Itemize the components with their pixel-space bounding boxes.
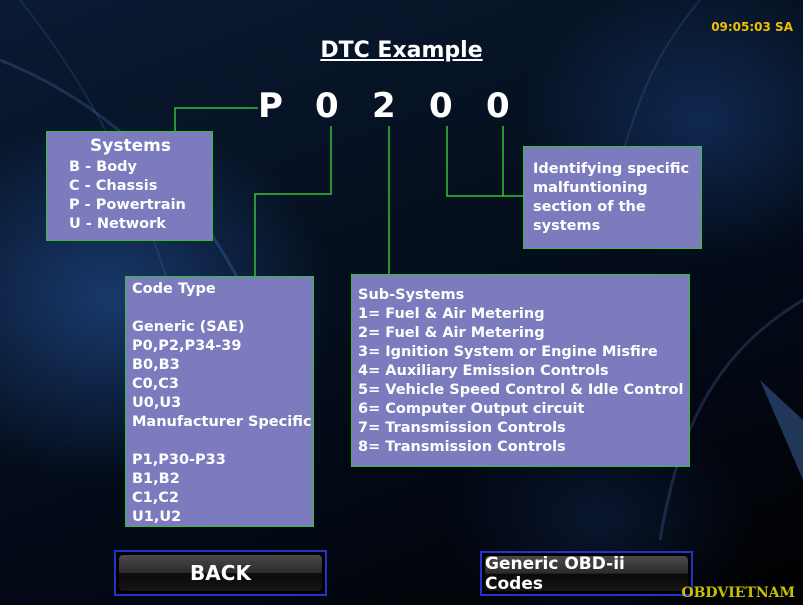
code-type-line: U0,U3 [132,395,182,411]
identify-box: Identifying specific malfuntioning secti… [523,146,702,249]
code-char-section-1: 0 [429,86,453,126]
sub-systems-line: 5= Vehicle Speed Control & Idle Control [358,382,684,398]
sub-systems-line: 3= Ignition System or Engine Misfire [358,344,658,360]
systems-item: U - Network [69,216,166,232]
code-char-type: 0 [315,86,339,126]
sub-systems-line: 7= Transmission Controls [358,420,566,436]
code-type-line: C0,C3 [132,376,179,392]
page-title: DTC Example [320,38,483,63]
watermark: OBDVIETNAM [681,585,795,601]
systems-item: B - Body [69,159,138,175]
code-type-line: P1,P30-P33 [132,452,226,468]
clock: 09:05:03 SA [711,20,793,34]
back-button-label[interactable]: BACK [119,555,322,591]
code-char-system: P [258,86,283,126]
code-type-line: P0,P2,P34-39 [132,338,242,354]
systems-heading: Systems [90,136,171,156]
sub-systems-line: 2= Fuel & Air Metering [358,325,545,341]
identify-line: malfuntioning [533,180,648,196]
sub-systems-line: 1= Fuel & Air Metering [358,306,545,322]
systems-item: C - Chassis [69,178,158,194]
generic-obd-codes-label[interactable]: Generic OBD-ii Codes [485,554,688,594]
identify-line: section of the [533,199,646,215]
sub-systems-box: Sub-Systems 1= Fuel & Air Metering 2= Fu… [351,274,690,467]
generic-obd-codes-button[interactable]: Generic OBD-ii Codes [480,551,693,596]
code-type-line: U1,U2 [132,509,182,525]
code-char-subsystem: 2 [372,86,396,126]
back-button[interactable]: BACK [114,550,327,596]
code-type-line: Manufacturer Specific [132,414,312,430]
code-char-section-2: 0 [486,86,510,126]
code-type-line [132,432,313,451]
sub-systems-line: 6= Computer Output circuit [358,401,585,417]
identify-line: systems [533,218,601,234]
code-type-line [132,299,313,318]
sub-systems-line: Sub-Systems [358,287,465,303]
systems-box: Systems B - Body C - Chassis P - Powertr… [46,131,213,241]
identify-line: Identifying specific [533,161,690,177]
code-type-line: Generic (SAE) [132,319,245,335]
sub-systems-line: 4= Auxiliary Emission Controls [358,363,609,379]
code-type-box: Code Type Generic (SAE) P0,P2,P34-39 B0,… [125,276,314,527]
sub-systems-line: 8= Transmission Controls [358,439,566,455]
code-type-line: B0,B3 [132,357,180,373]
code-type-line: Code Type [132,281,216,297]
code-type-line: C1,C2 [132,490,179,506]
systems-item: P - Powertrain [69,197,186,213]
code-type-line: B1,B2 [132,471,180,487]
